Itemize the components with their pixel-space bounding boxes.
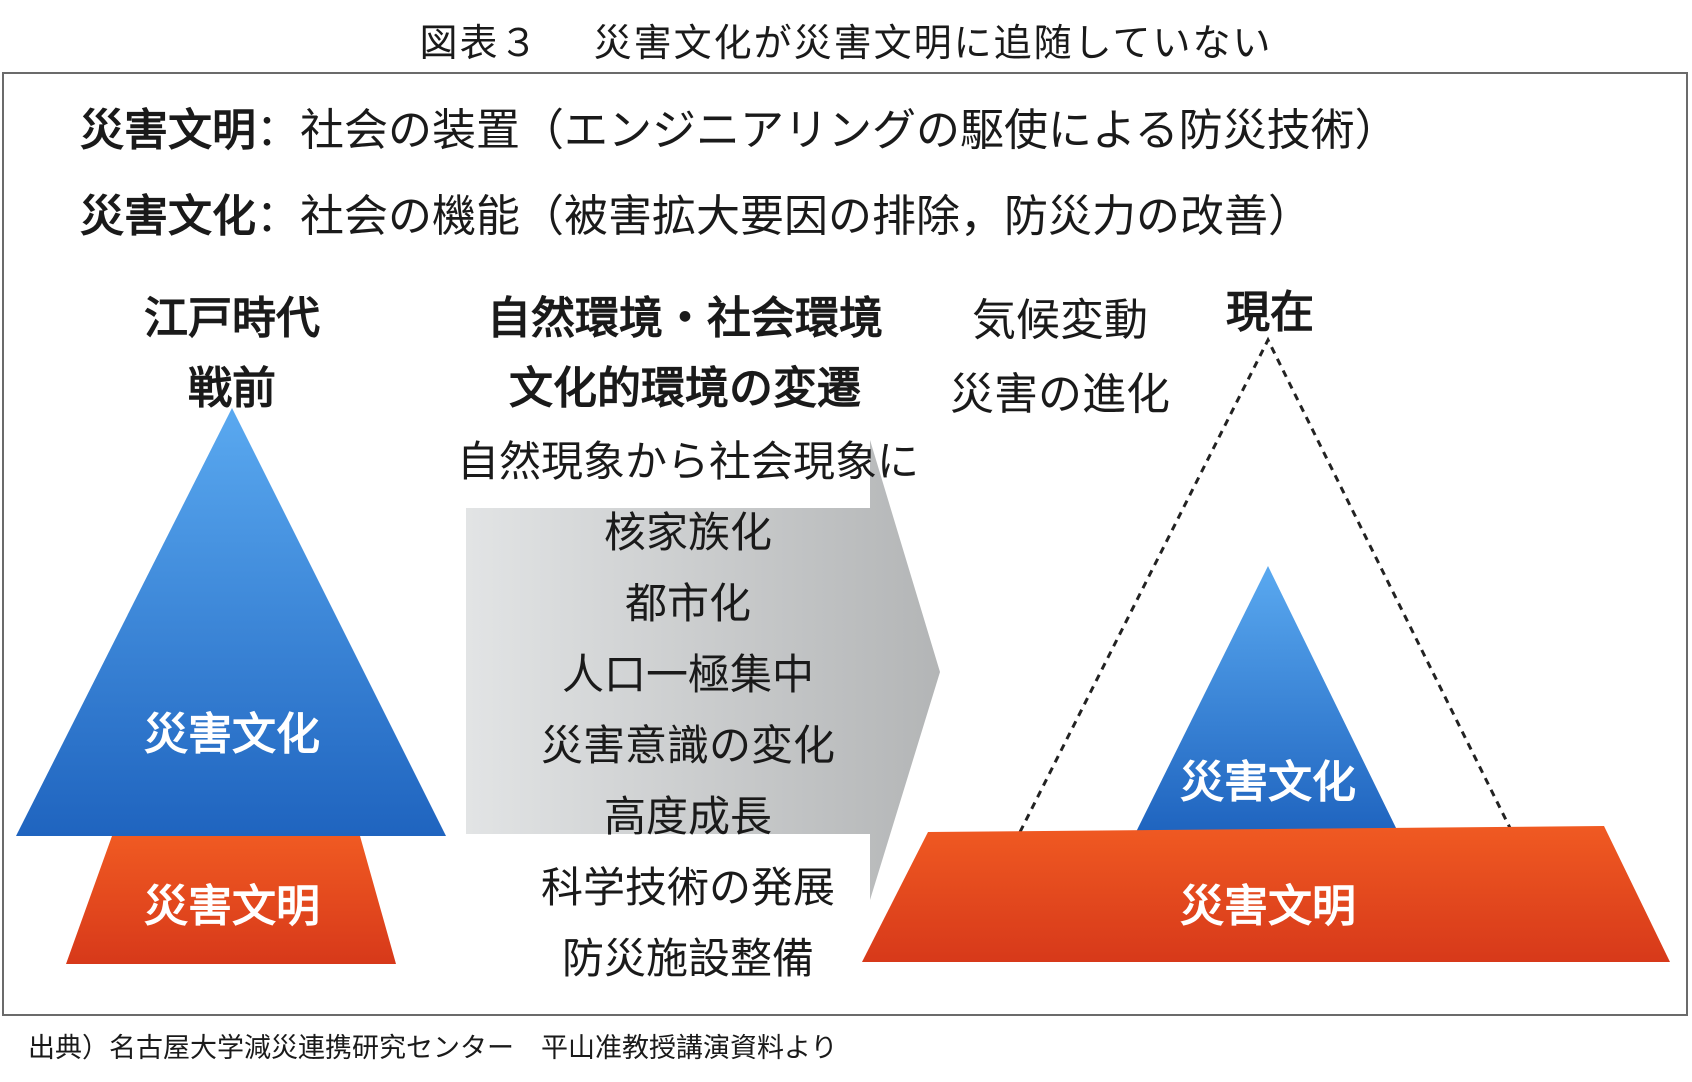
right-ideal-culture-outline <box>1018 336 1512 833</box>
definition-desc: ：社会の機能（被害拡大要因の排除，防災力の改善） <box>256 191 1312 242</box>
change-item: 高度成長 <box>603 792 772 841</box>
change-item: 防災施設整備 <box>561 934 814 983</box>
definition-civilization: 災害文明：社会の装置（エンジニアリングの駆使による防災技術） <box>80 94 1399 158</box>
right-civilization-trapezoid <box>862 826 1670 962</box>
left-civilization-trapezoid <box>66 836 396 964</box>
change-item: 科学技術の発展 <box>540 863 835 912</box>
disaster-evolution-label: 災害の進化 <box>950 369 1170 420</box>
definition-culture: 災害文化：社会の機能（被害拡大要因の排除，防災力の改善） <box>80 180 1312 244</box>
right-culture-label: 災害文化 <box>1180 757 1356 808</box>
present-label: 現在 <box>1226 287 1314 338</box>
definition-desc: ：社会の装置（エンジニアリングの駆使による防災技術） <box>256 105 1399 156</box>
change-item: 災害意識の変化 <box>540 721 835 770</box>
era-prewar-label: 戦前 <box>188 363 276 414</box>
climate-change-label: 気候変動 <box>972 295 1148 346</box>
change-item: 人口一極集中 <box>561 650 814 699</box>
definition-term: 災害文明 <box>80 105 256 156</box>
diagram-frame <box>2 72 1688 1016</box>
right-civilization-label: 災害文明 <box>1180 881 1356 932</box>
figure-title: 図表３ 災害文化が災害文明に追随していない <box>419 21 1273 65</box>
source-note: 出典）名古屋大学減災連携研究センター 平山准教授講演資料より <box>28 1033 838 1064</box>
change-list: 自然現象から社会現象に 核家族化 都市化 人口一極集中 災害意識の変化 高度成長… <box>418 426 958 994</box>
environment-heading: 自然環境・社会環境 <box>487 293 883 344</box>
environment-heading-2: 文化的環境の変遷 <box>509 363 861 414</box>
left-culture-triangle <box>16 408 446 836</box>
era-edo-label: 江戸時代 <box>144 293 320 344</box>
change-item: 核家族化 <box>603 508 772 557</box>
left-culture-label: 災害文化 <box>144 709 320 760</box>
change-item: 自然現象から社会現象に <box>456 437 919 486</box>
left-civilization-label: 災害文明 <box>144 881 320 932</box>
transition-arrow <box>466 440 940 900</box>
right-culture-triangle <box>1136 566 1398 832</box>
definition-term: 災害文化 <box>80 191 256 242</box>
change-item: 都市化 <box>624 579 751 628</box>
